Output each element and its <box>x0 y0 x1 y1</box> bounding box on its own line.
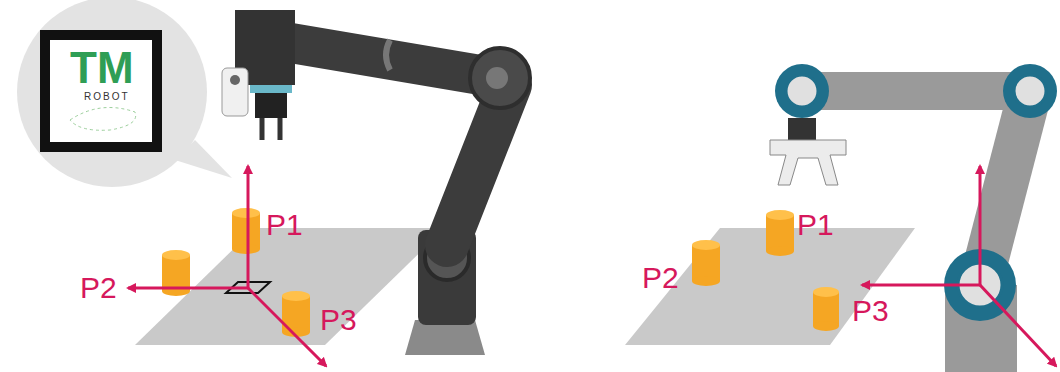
camera <box>222 68 248 116</box>
screen <box>50 40 152 142</box>
cylinder <box>813 287 839 331</box>
cylinder <box>692 240 720 286</box>
position-label: P2 <box>642 263 679 293</box>
cylinder <box>232 208 260 254</box>
robot-joint <box>1014 75 1046 107</box>
gripper-fingers <box>262 118 280 140</box>
position-label: P2 <box>80 273 117 303</box>
robot-joint <box>1003 64 1057 118</box>
axes <box>862 166 1056 366</box>
position-label: P3 <box>852 296 889 326</box>
logo-text: TM <box>70 46 134 90</box>
gripper-claws <box>770 140 846 185</box>
gripper-body <box>788 118 816 140</box>
robot-joint <box>775 64 829 118</box>
robot-joint <box>470 48 530 108</box>
robot-joint <box>486 67 508 89</box>
logo-subtext: ROBOT <box>84 92 130 102</box>
position-label: P1 <box>266 210 303 240</box>
screen-frame <box>40 30 162 152</box>
robot-arm <box>800 72 1028 110</box>
tool-flange <box>250 85 292 93</box>
logo-outline <box>70 108 136 131</box>
robot-base <box>405 320 485 355</box>
camera-lens <box>230 75 240 85</box>
cylinder <box>282 291 310 337</box>
speech-bubble <box>17 0 207 187</box>
robot-detail <box>386 40 390 70</box>
position-label: P1 <box>797 210 834 240</box>
position-label: P3 <box>320 305 357 335</box>
axes <box>128 166 326 366</box>
cylinder <box>766 210 794 256</box>
gripper-body <box>255 93 287 118</box>
robot-joint <box>786 75 818 107</box>
